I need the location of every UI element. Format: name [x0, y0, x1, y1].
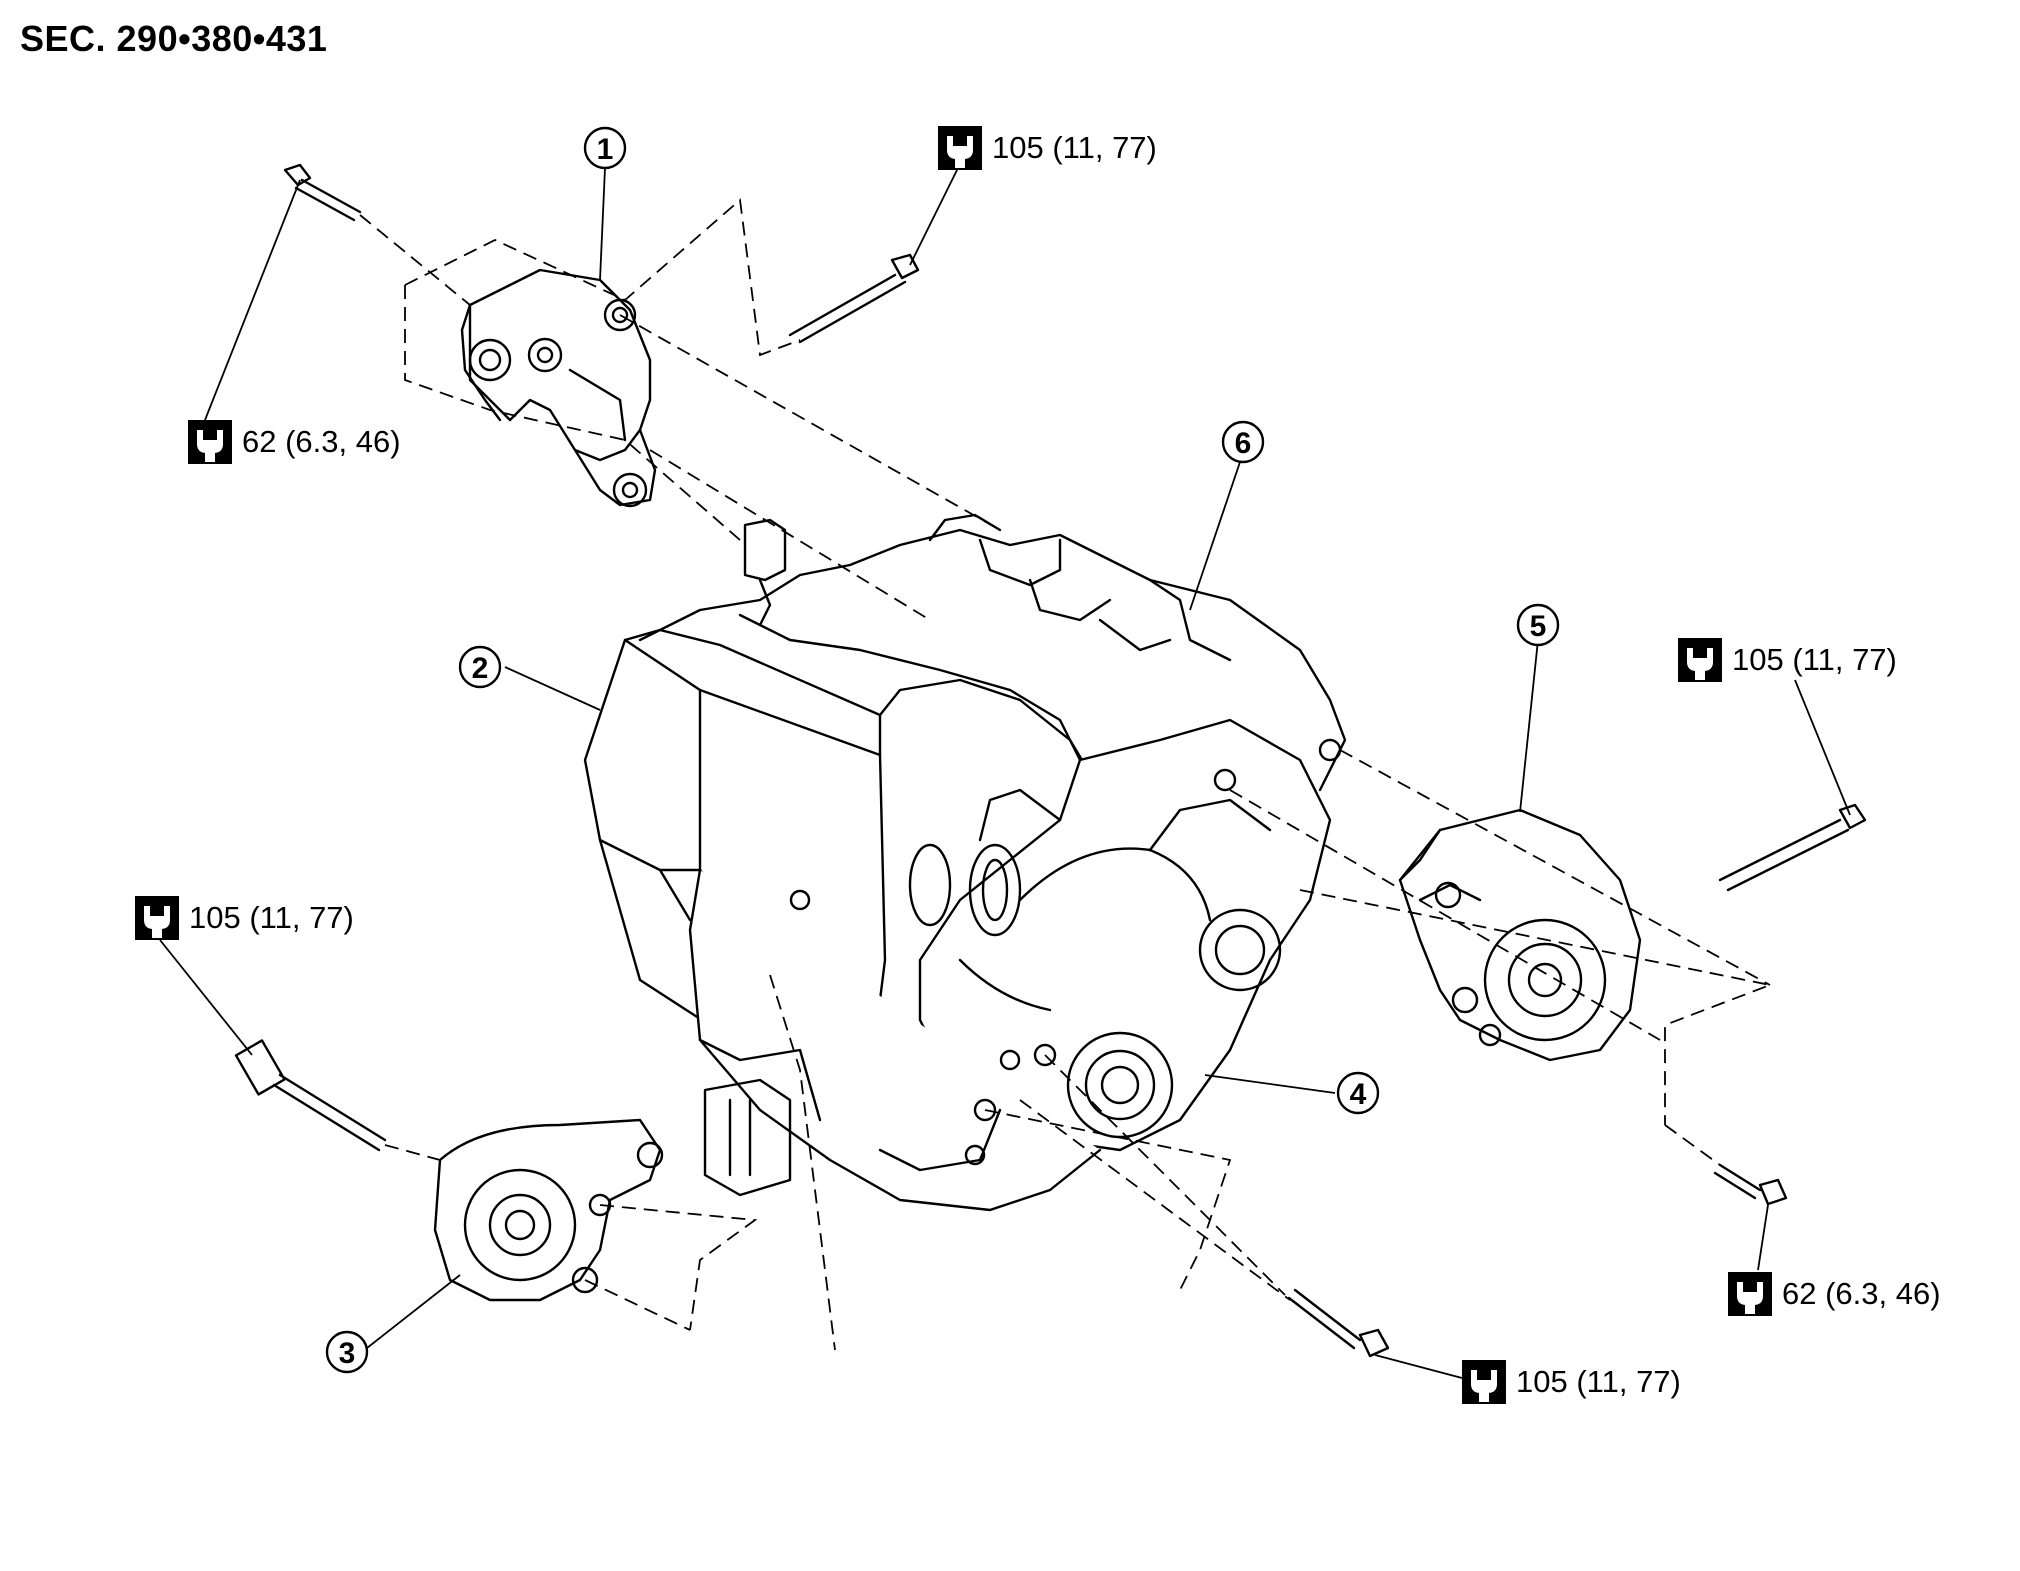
callout-6: 6 — [1221, 420, 1265, 464]
callout-2: 2 — [458, 645, 502, 689]
torque-spec-upper-left: 62 (6.3, 46) — [188, 420, 401, 464]
upper-mount-bracket — [460, 268, 657, 508]
torque-spec-bottom: 105 (11, 77) — [1462, 1360, 1681, 1404]
torque-wrench-icon — [1462, 1360, 1506, 1404]
torque-wrench-icon — [1728, 1272, 1772, 1316]
torque-spec-label: 105 (11, 77) — [189, 900, 354, 935]
callout-6-label: 6 — [1235, 427, 1252, 460]
torque-spec-left: 105 (11, 77) — [135, 896, 354, 940]
callout-4-label: 4 — [1350, 1078, 1367, 1111]
torque-spec-label: 62 (6.3, 46) — [1782, 1276, 1941, 1311]
callout-5: 5 — [1516, 603, 1560, 647]
callout-2-label: 2 — [472, 652, 489, 685]
torque-spec-top: 105 (11, 77) — [938, 126, 1157, 170]
callout-3-label: 3 — [339, 1337, 356, 1370]
callout-5-label: 5 — [1530, 610, 1547, 643]
torque-spec-label: 105 (11, 77) — [1516, 1364, 1681, 1399]
torque-spec-label: 105 (11, 77) — [992, 130, 1157, 165]
section-title: SEC. 290•380•431 — [20, 18, 328, 59]
callout-4: 4 — [1336, 1071, 1380, 1115]
lower-left-mount — [433, 1118, 664, 1302]
motor-assembly — [583, 513, 1347, 1212]
torque-spec-lower-right: 62 (6.3, 46) — [1728, 1272, 1941, 1316]
callout-1-label: 1 — [597, 133, 614, 166]
torque-spec-right: 105 (11, 77) — [1678, 638, 1897, 682]
callout-1: 1 — [583, 126, 627, 170]
torque-wrench-icon — [938, 126, 982, 170]
torque-spec-label: 105 (11, 77) — [1732, 642, 1897, 677]
leader-lines — [159, 167, 1851, 1379]
torque-wrench-icon — [1678, 638, 1722, 682]
torque-wrench-icon — [135, 896, 179, 940]
torque-spec-label: 62 (6.3, 46) — [242, 424, 401, 459]
bolts — [234, 163, 1867, 1358]
torque-wrench-icon — [188, 420, 232, 464]
callout-3: 3 — [325, 1330, 369, 1374]
alignment-lines — [359, 198, 1774, 1351]
